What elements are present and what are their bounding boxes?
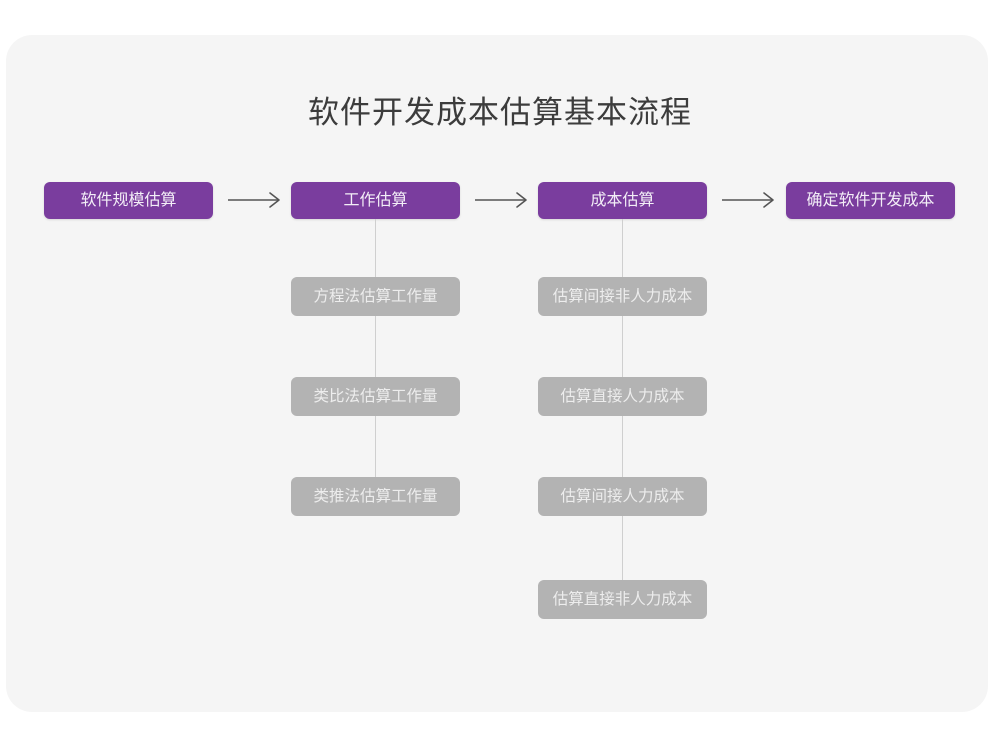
stage-box-software-scale-estimation[interactable]: 软件规模估算 [44, 182, 213, 219]
stage-box-cost-estimation[interactable]: 成本估算 [538, 182, 707, 219]
arrow-right-icon [473, 189, 533, 211]
sub-box-effort-2[interactable]: 类比法估算工作量 [291, 377, 460, 416]
sub-box-cost-4[interactable]: 估算直接非人力成本 [538, 580, 707, 619]
stage-box-effort-estimation[interactable]: 工作估算 [291, 182, 460, 219]
sub-box-effort-3[interactable]: 类推法估算工作量 [291, 477, 460, 516]
diagram-card [6, 35, 988, 712]
arrow-right-icon [720, 189, 780, 211]
arrow-right-icon [226, 189, 286, 211]
sub-box-cost-3[interactable]: 估算间接人力成本 [538, 477, 707, 516]
stage-box-determine-development-cost[interactable]: 确定软件开发成本 [786, 182, 955, 219]
sub-box-cost-1[interactable]: 估算间接非人力成本 [538, 277, 707, 316]
sub-box-cost-2[interactable]: 估算直接人力成本 [538, 377, 707, 416]
page-title: 软件开发成本估算基本流程 [308, 95, 692, 130]
sub-box-effort-1[interactable]: 方程法估算工作量 [291, 277, 460, 316]
connector-line-effort-branch [375, 219, 376, 478]
